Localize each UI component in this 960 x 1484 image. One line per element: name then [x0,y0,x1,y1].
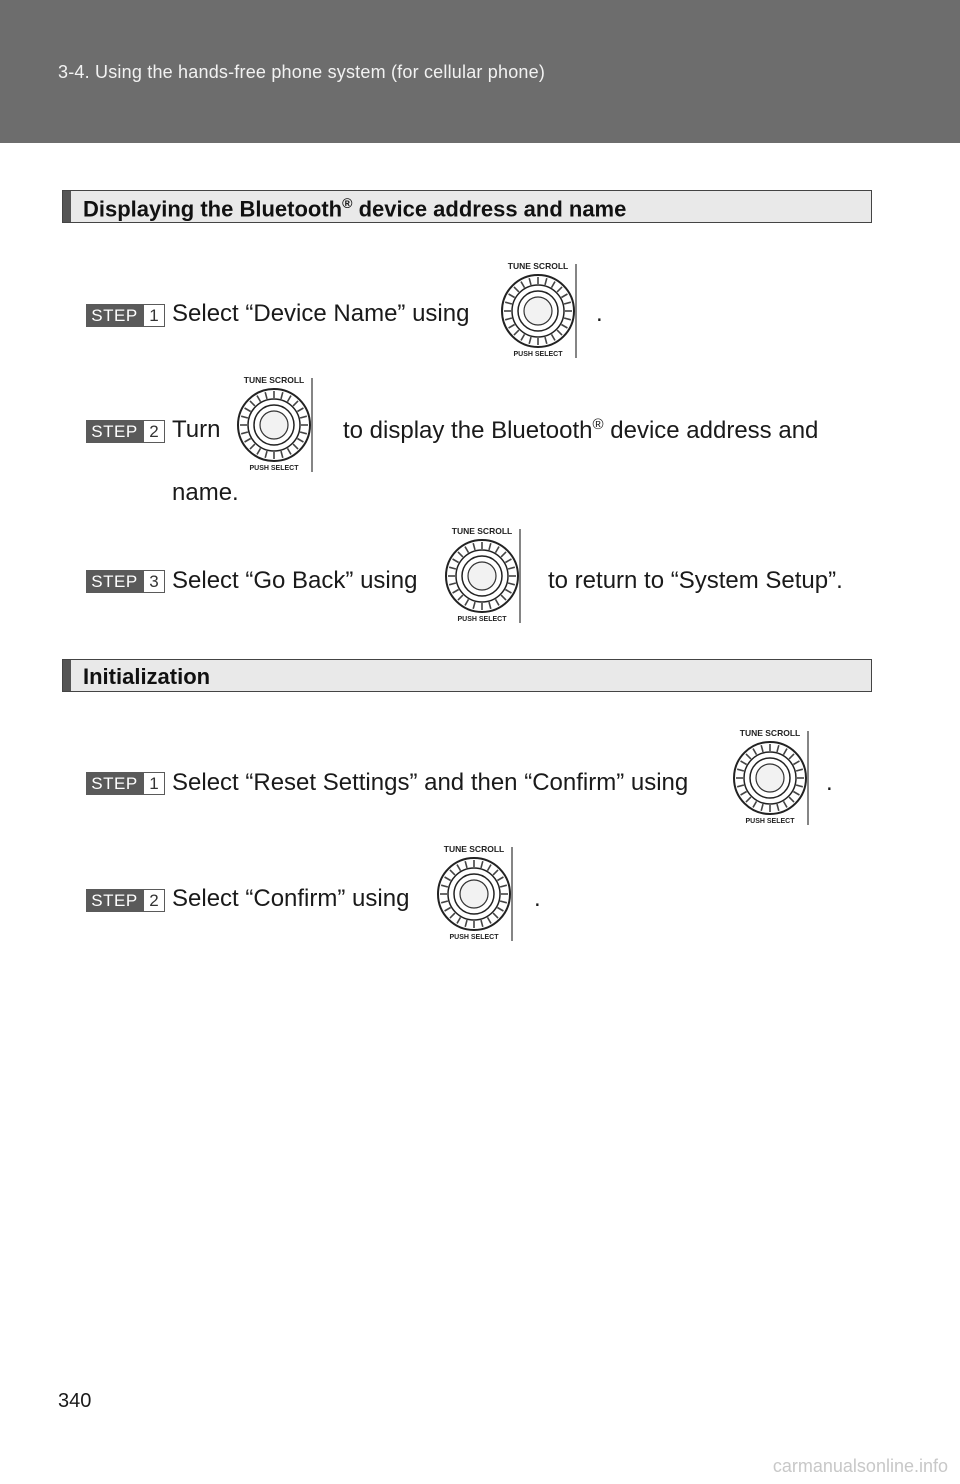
heading-marker [63,660,71,691]
knob-bottom-label: PUSH SELECT [745,818,795,825]
knob-top-label: TUNE SCROLL [244,375,304,385]
knob-top-label: TUNE SCROLL [444,844,504,854]
knob-bottom-label: PUSH SELECT [449,934,499,941]
section-heading-bluetooth-address: Displaying the Bluetooth® device address… [62,190,872,223]
step-text: Turn [172,416,221,443]
page-header: 3-4. Using the hands-free phone system (… [0,0,960,143]
step-text: Select “Device Name” using [172,300,470,327]
header-title: 3-4. Using the hands-free phone system (… [58,62,546,82]
step-text-end: to return to “System Setup”. [548,567,843,594]
tune-scroll-knob-icon: TUNE SCROLL PUSH SELECT [436,523,528,627]
step-text: Select “Go Back” using [172,567,418,594]
section-title: Initialization [83,664,211,689]
knob-top-label: TUNE SCROLL [740,728,800,738]
tune-scroll-knob-icon: TUNE SCROLL PUSH SELECT [724,725,816,829]
step-text-end: . [596,300,603,327]
heading-marker [63,191,71,222]
section-title: Displaying the Bluetooth® device address… [83,195,627,222]
knob-bottom-label: PUSH SELECT [513,351,563,358]
knob-top-label: TUNE SCROLL [452,526,512,536]
step-text-wrap: name. [172,479,239,506]
step-text-end: . [826,769,833,796]
step-text: Select “Confirm” using [172,885,410,912]
watermark: carmanualsonline.info [772,1456,948,1476]
tune-scroll-knob-icon: TUNE SCROLL PUSH SELECT [228,372,320,476]
step-text-continued: to display the Bluetooth® device address… [343,416,819,444]
knob-top-label: TUNE SCROLL [508,261,568,271]
knob-bottom-label: PUSH SELECT [457,616,507,623]
step-text: Select “Reset Settings” and then “Confir… [172,769,689,796]
step-text-end: . [534,885,541,912]
tune-scroll-knob-icon: TUNE SCROLL PUSH SELECT [492,258,584,362]
knob-bottom-label: PUSH SELECT [249,465,299,472]
page-number: 340 [58,1390,92,1412]
tune-scroll-knob-icon: TUNE SCROLL PUSH SELECT [428,841,520,945]
section-heading-initialization: Initialization [62,659,872,692]
